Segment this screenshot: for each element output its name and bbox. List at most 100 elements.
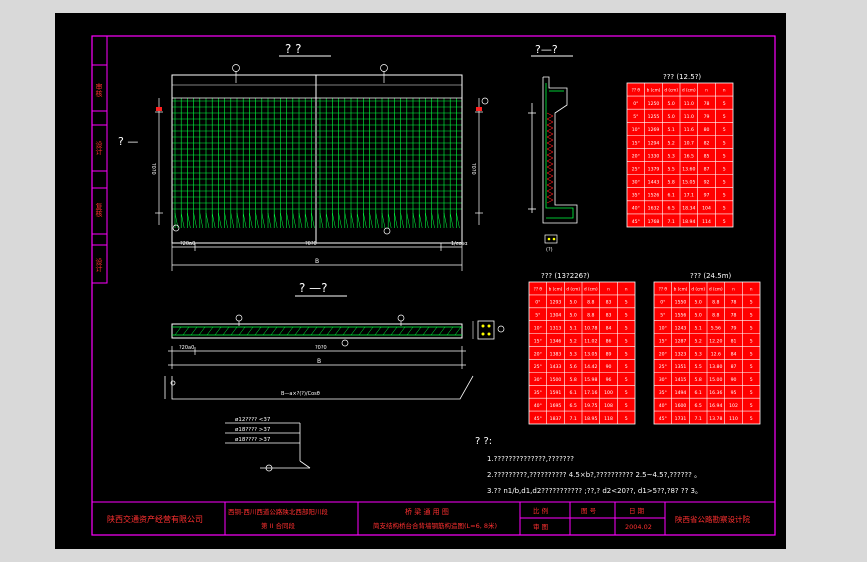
table-cell: 8.8 <box>587 313 594 319</box>
table-cell: 97 <box>704 193 710 199</box>
table-cell: 5 <box>750 377 753 383</box>
plan-dim-right: 1/cosα <box>451 241 468 247</box>
table-cell: 87 <box>704 166 710 172</box>
plan-side-dim-text: ?0?0 ?0?0 <box>150 163 476 175</box>
bent-bar-shape <box>164 375 474 400</box>
table-cell: 1293 <box>550 300 562 306</box>
table-cell: 40° <box>659 403 667 409</box>
table-cell: 13.78 <box>709 416 722 422</box>
tb-drawing-1: 桥 梁 通 用 图 <box>405 507 449 516</box>
table-cell: 5 <box>750 313 753 319</box>
table-title: ??? (12.5?) <box>663 73 701 81</box>
table-cell: 40° <box>632 206 640 212</box>
table-cell: 1351 <box>675 364 687 370</box>
table-header-cell: d (cm) <box>664 88 678 93</box>
table-cell: 85 <box>704 153 710 159</box>
table-cell: 5 <box>723 193 726 199</box>
table-cell: 1443 <box>648 180 660 186</box>
table-cell: 5° <box>660 313 665 319</box>
table-cell: 6.1 <box>668 193 675 199</box>
table-cell: 1494 <box>675 390 687 396</box>
table-cell: 25° <box>534 364 542 370</box>
table-cell: 5 <box>625 416 628 422</box>
table-cell: 5 <box>625 338 628 344</box>
table-cell: 8.8 <box>712 313 719 319</box>
table-cell: 1304 <box>550 313 562 319</box>
table-cell: 87 <box>731 364 737 370</box>
table-cell: 1255 <box>648 114 660 120</box>
table-cell: 5.1 <box>668 127 675 133</box>
table-cell: 5.1 <box>695 326 702 332</box>
table-cell: 1632 <box>648 206 660 212</box>
table-cell: 1330 <box>648 153 660 159</box>
table-cell: 30° <box>632 180 640 186</box>
table-cell: 90 <box>731 377 737 383</box>
tb-project-1: 西铜-西川西道公路陕北西部阳川段 <box>228 507 328 516</box>
tb-label-date: 日 期 <box>629 507 645 515</box>
table-cell: 5 <box>750 416 753 422</box>
table-cell: 5 <box>750 403 753 409</box>
table-cell: 5 <box>625 351 628 357</box>
table-cell: 5.0 <box>668 101 675 107</box>
plan-callouts <box>172 64 489 235</box>
tb-date: 2004.02 <box>625 523 652 531</box>
plan-outline <box>171 74 463 244</box>
table-cell: 12.6 <box>711 351 721 357</box>
table-cell: 45° <box>659 416 667 422</box>
table-cell: 1433 <box>550 364 562 370</box>
table-header-cell: ?? θ <box>632 88 641 93</box>
side-label-2: 设计 <box>95 140 103 156</box>
table-cell: 80 <box>704 127 710 133</box>
detail-label: (?) <box>546 247 553 253</box>
table-cell: 5.0 <box>695 313 702 319</box>
table-header-cell: ?? θ <box>659 286 668 291</box>
tb-label-review: 审 图 <box>533 522 548 531</box>
legend-leader <box>225 422 311 472</box>
table-header-cell: n <box>750 286 753 291</box>
table-cell: 5.1 <box>570 326 577 332</box>
tb-drawing-2: 简支结构桥台合背墙钢筋构造图(L=6, 8米) <box>373 521 497 530</box>
table-cell: 14.42 <box>584 364 597 370</box>
table-cell: 8.8 <box>712 300 719 306</box>
table-cell: 13.80 <box>709 364 722 370</box>
table-cell: 15° <box>632 140 640 146</box>
table-cell: 1695 <box>550 403 562 409</box>
detail-view-title: ?—? <box>535 43 558 56</box>
table-cell: 13.60 <box>682 166 695 172</box>
table-cell: 16.5 <box>684 153 694 159</box>
table-cell: 6.1 <box>695 390 702 396</box>
plan-dim-left: ?20a0 <box>180 241 195 247</box>
plan-bottom-dims <box>171 242 463 271</box>
table-cell: 5.0 <box>668 114 675 120</box>
table-cell: 0° <box>633 101 638 107</box>
table-cell: 5 <box>750 364 753 370</box>
table-cell: 5.3 <box>570 351 577 357</box>
table-cell: 1313 <box>550 326 562 332</box>
table-cell: 1383 <box>550 351 562 357</box>
tb-company: 陕西交通资产经营有限公司 <box>107 514 203 524</box>
table-cell: 81 <box>731 338 737 344</box>
table-cell: 16.94 <box>709 403 722 409</box>
table-cell: 5 <box>750 390 753 396</box>
section-dim-mid: ?0?0 <box>315 345 327 351</box>
notes-line-2: 2.?????????,?????????? 4.5×b?,??????????… <box>487 471 701 479</box>
plan-view-title: ? ? <box>285 42 302 56</box>
table-cell: 118 <box>604 416 613 422</box>
side-label-boxes <box>91 64 108 284</box>
table-header-cell: n <box>723 88 726 93</box>
table-cell: 1731 <box>675 416 687 422</box>
table-cell: 5 <box>750 326 753 332</box>
table-cell: 18.95 <box>584 416 597 422</box>
table-cell: 5 <box>625 364 628 370</box>
table-cell: 5 <box>625 326 628 332</box>
table-cell: 1250 <box>648 101 660 107</box>
table-header-cell: b (cm) <box>647 88 661 93</box>
table-cell: 5.8 <box>570 377 577 383</box>
table-cell: 45° <box>534 416 542 422</box>
table-cell: 15.98 <box>584 377 597 383</box>
table-cell: 84 <box>606 326 612 332</box>
